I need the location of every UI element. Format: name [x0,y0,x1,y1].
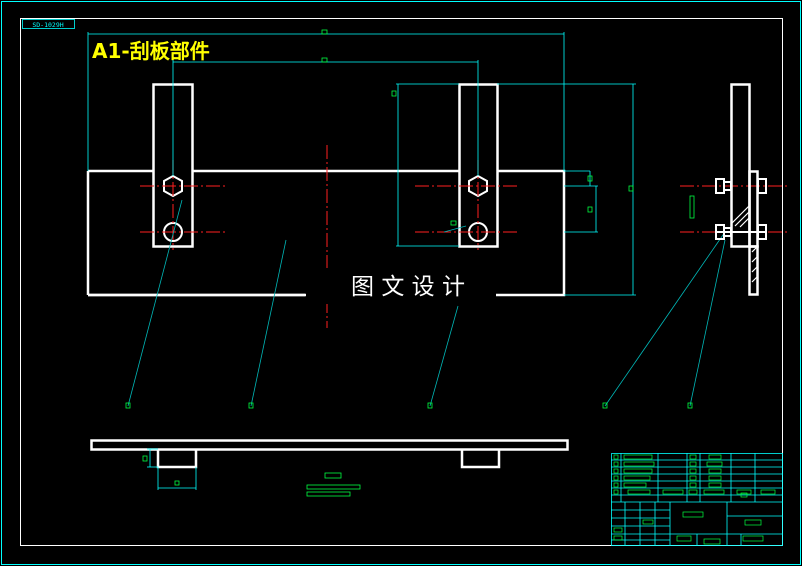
side-plate-upper [748,170,759,248]
bottom-view-markers [142,455,361,497]
front-view [86,83,566,297]
side-view-bolts [715,178,767,240]
dimension-markers [321,29,634,226]
leader-lines [127,199,726,407]
bottom-scraper-plate [90,439,569,451]
dimension-lines [87,32,636,296]
bottom-view [90,439,569,469]
watermark-backdrop [306,268,496,304]
scraper-plate-outline [88,169,566,297]
side-view [730,83,759,296]
right-bracket-arm [458,83,499,248]
corner-tag: SD-1029H [22,19,75,29]
leader-balloons [125,402,693,409]
bottom-view-dimensions [147,448,197,490]
title-block-text-markers [613,454,776,545]
bottom-left-bracket [156,449,198,469]
corner-tag-text: SD-1029H [32,21,63,29]
side-bracket-arm [730,83,751,248]
drawing-title: A1-刮板部件 [92,39,210,63]
watermark-text: 图 文 设 计 [351,274,465,300]
title-block [611,453,783,546]
side-view-marker [689,195,695,219]
inner-drawing-frame [20,18,783,546]
side-bolt-upper-washer [723,181,732,191]
side-view-hatch [730,205,758,283]
side-bolt-upper-nut [757,178,767,194]
bottom-right-bracket [460,449,501,469]
